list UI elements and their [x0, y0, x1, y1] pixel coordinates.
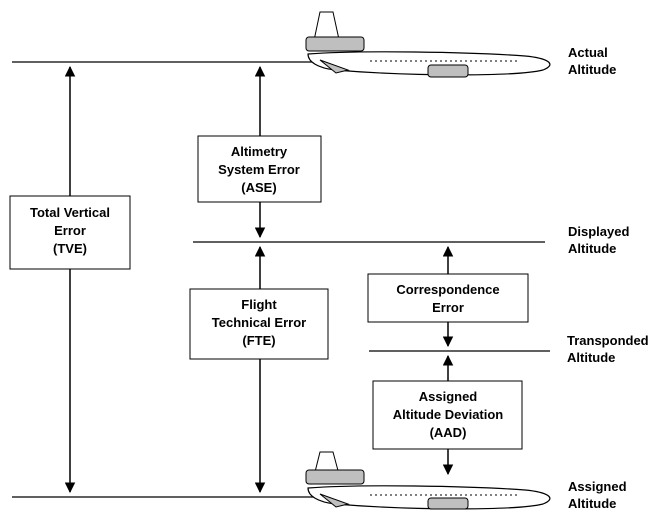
tve-label-1: Total Vertical — [30, 205, 110, 220]
ase-label-2: System Error — [218, 162, 300, 177]
aad-label-3: (AAD) — [430, 425, 467, 440]
actual-altitude-label-2: Altitude — [568, 62, 616, 77]
correspondence-box: Correspondence Error — [368, 274, 528, 322]
assigned-altitude-label-1: Assigned — [568, 479, 627, 494]
aircraft-assigned-icon — [306, 452, 550, 509]
aad-label-1: Assigned — [419, 389, 478, 404]
ase-label-3: (ASE) — [241, 180, 276, 195]
fte-box: Flight Technical Error (FTE) — [190, 289, 328, 359]
actual-altitude-label-1: Actual — [568, 45, 608, 60]
correspondence-label-1: Correspondence — [396, 282, 499, 297]
aircraft-actual-icon — [306, 12, 550, 77]
aad-label-2: Altitude Deviation — [393, 407, 504, 422]
assigned-altitude-label-2: Altitude — [568, 496, 616, 511]
displayed-altitude-label-2: Altitude — [568, 241, 616, 256]
correspondence-label-2: Error — [432, 300, 464, 315]
tve-label-3: (TVE) — [53, 241, 87, 256]
ase-box: Altimetry System Error (ASE) — [198, 136, 321, 202]
aad-box: Assigned Altitude Deviation (AAD) — [373, 381, 522, 449]
fte-label-2: Technical Error — [212, 315, 306, 330]
tve-box: Total Vertical Error (TVE) — [10, 196, 130, 269]
tve-label-2: Error — [54, 223, 86, 238]
transponded-altitude-label-1: Transponded — [567, 333, 649, 348]
ase-label-1: Altimetry — [231, 144, 288, 159]
transponded-altitude-label-2: Altitude — [567, 350, 615, 365]
displayed-altitude-label-1: Displayed — [568, 224, 629, 239]
fte-label-3: (FTE) — [242, 333, 275, 348]
fte-label-1: Flight — [241, 297, 277, 312]
